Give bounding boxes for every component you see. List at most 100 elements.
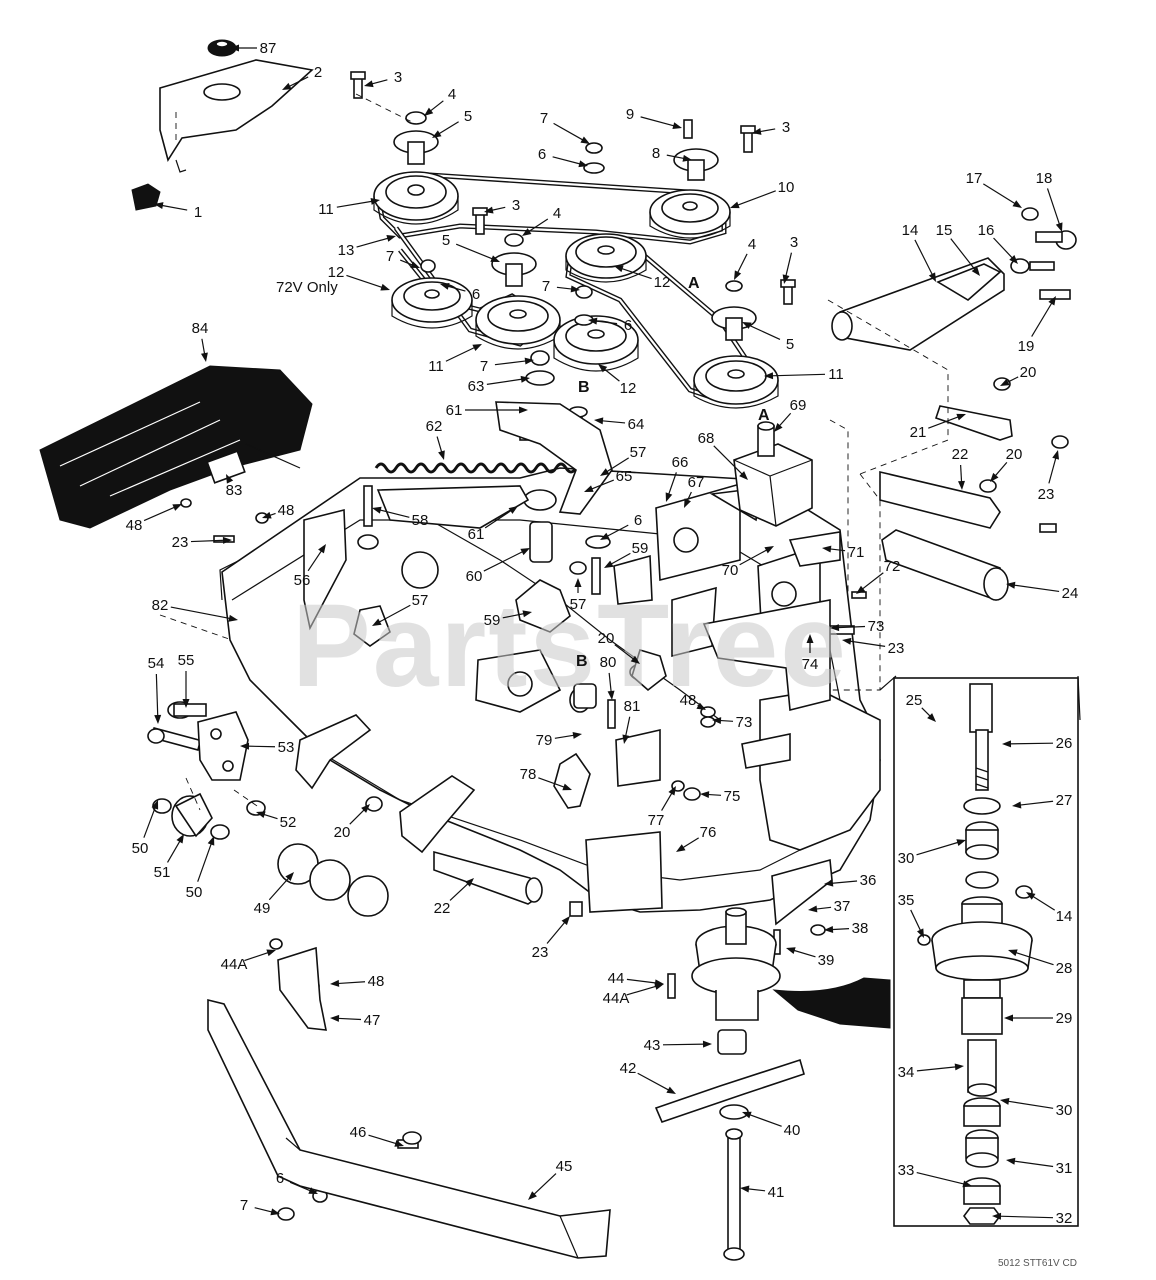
callout-label: 57 [412, 592, 429, 609]
callout-leader [770, 373, 826, 377]
pulley-center [475, 295, 561, 350]
discharge-chute [39, 365, 313, 529]
callout-arrowhead [524, 357, 534, 365]
callout-arrowhead [520, 548, 530, 556]
callout-label: 7 [480, 358, 488, 375]
callout-label: 14 [902, 222, 919, 239]
callout-label: 16 [978, 222, 995, 239]
callout-58: 58 [372, 506, 429, 529]
callout-label: 25 [906, 692, 923, 709]
callout-label: 6 [624, 317, 632, 334]
callout-72: 72 [856, 558, 900, 594]
callout-arrowhead [666, 1086, 676, 1094]
callout-arrowhead [739, 471, 748, 480]
callout-label: 3 [394, 69, 402, 86]
callout-leader [143, 806, 157, 838]
pulley-b [553, 315, 639, 372]
callout-leader [436, 436, 443, 454]
callout-23: 23 [532, 916, 570, 961]
callout-arrowhead [226, 474, 234, 484]
callout-leader [370, 79, 388, 85]
view-letter-a-gearbox: A [758, 407, 770, 424]
callout-12: 12 [614, 265, 671, 291]
callout-arrowhead [230, 44, 239, 52]
callout-leader [262, 813, 278, 820]
callout-label: 58 [412, 512, 429, 529]
callout-leader [662, 1043, 706, 1046]
callout-label: 13 [338, 242, 355, 259]
callout-4: 4 [424, 86, 456, 116]
callout-leader [590, 479, 615, 490]
callout-arrowhead [438, 450, 445, 460]
callout-leader [336, 981, 366, 985]
callout-leader [993, 237, 1014, 260]
callout-label: 67 [688, 474, 705, 491]
callout-leader [190, 539, 226, 543]
callout-arrowhead [700, 791, 710, 799]
callout-arrowhead [607, 690, 615, 700]
callout-arrowhead [588, 317, 598, 325]
callout-leader [554, 734, 576, 739]
callout-leader [1012, 584, 1060, 593]
callout-label: 73 [736, 714, 753, 731]
callout-label: 47 [364, 1012, 381, 1029]
callout-50: 50 [186, 836, 215, 901]
callout-5: 5 [742, 322, 794, 353]
callout-arrowhead [207, 836, 215, 846]
callout-arrowhead [808, 905, 818, 913]
callout-leader [1014, 951, 1054, 966]
callout-arrowhead [1006, 1157, 1016, 1165]
callout-arrowhead [370, 198, 380, 205]
callout-label: 51 [154, 864, 171, 881]
callout-20: 20 [990, 446, 1022, 482]
callout-arrowhead [380, 283, 390, 291]
callout-label: 20 [1006, 446, 1023, 463]
callout-23: 23 [1038, 450, 1060, 503]
callout-label: 7 [540, 110, 548, 127]
callout-22: 22 [434, 878, 474, 917]
callout-label: 18 [1036, 170, 1053, 187]
callout-label: 57 [630, 444, 647, 461]
callout-arrowhead [600, 532, 610, 540]
callout-42: 42 [620, 1060, 676, 1094]
callout-label: 6 [634, 512, 642, 529]
callout-14: 14 [1026, 892, 1072, 925]
callout-label: 48 [680, 692, 697, 709]
callout-leader [527, 218, 549, 233]
callout-arrowhead [574, 578, 582, 587]
callout-arrowhead [730, 201, 740, 209]
callout-arrowhead [842, 637, 852, 645]
callout-arrowhead [372, 506, 382, 514]
callout-arrowhead [1000, 1097, 1010, 1105]
callout-73: 73 [712, 714, 752, 731]
callout-label: 3 [512, 197, 520, 214]
spindle-and-blade [654, 858, 891, 1261]
callout-60: 60 [466, 548, 530, 585]
callout-leader [661, 791, 673, 811]
callout-leader [600, 420, 626, 424]
callout-16: 16 [978, 222, 1018, 264]
callout-leader [336, 1017, 362, 1021]
callout-label: 12 [654, 274, 671, 291]
callout-57: 57 [372, 592, 428, 626]
callout-label: 30 [1056, 1102, 1073, 1119]
callout-leader [706, 793, 722, 796]
callout-68: 68 [698, 430, 748, 480]
callout-47: 47 [330, 1012, 380, 1029]
callout-61: 61 [468, 506, 518, 543]
callout-77: 77 [648, 786, 676, 829]
callout-arrowhead [824, 926, 834, 933]
callout-arrowhead [604, 560, 614, 568]
callout-label: 64 [628, 416, 645, 433]
callout-leader [916, 841, 960, 856]
callout-arrowhead [580, 136, 590, 144]
pulley-left-top [373, 171, 459, 225]
callout-9: 9 [626, 106, 682, 130]
callout-48: 48 [330, 973, 384, 990]
callout-12: 12 [598, 364, 636, 397]
spindle-detail-inset [879, 675, 1081, 1227]
callout-arrowhead [424, 107, 434, 116]
callout-label: 12 [328, 264, 345, 281]
callout-label: 11 [828, 366, 844, 383]
